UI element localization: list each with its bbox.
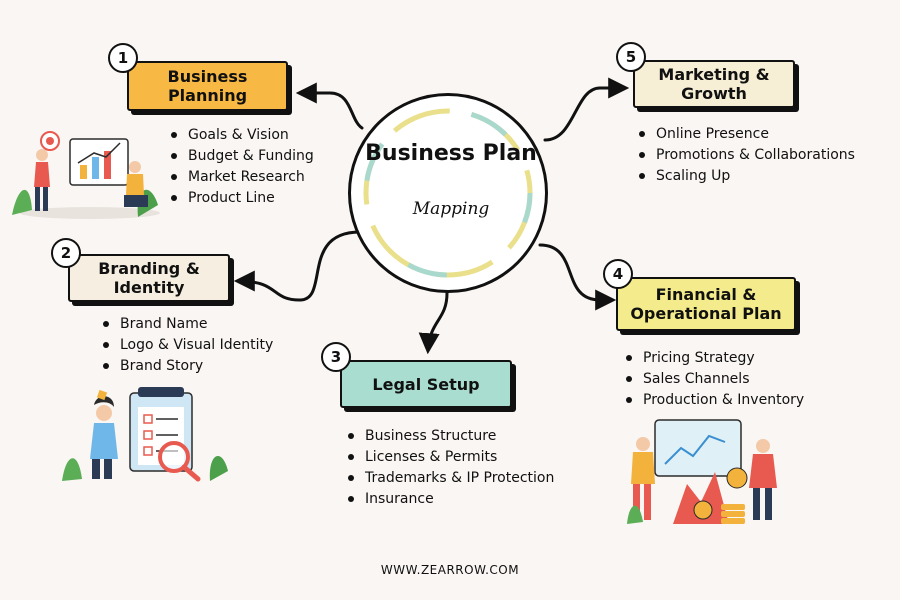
- list-item: Business Structure: [344, 426, 554, 447]
- list-item: Scaling Up: [635, 166, 855, 187]
- connector-2: [233, 230, 362, 302]
- financial-growth-illustration: [627, 419, 777, 524]
- list-item: Trademarks & IP Protection: [344, 468, 554, 489]
- section-4-box: Financial & Operational Plan: [616, 277, 796, 331]
- section-3-number-badge: 3: [321, 342, 351, 372]
- list-item: Budget & Funding: [167, 146, 314, 167]
- section-1-title: Business Planning: [167, 67, 248, 105]
- connector-4: [538, 243, 617, 311]
- business-planning-illustration: [12, 131, 160, 219]
- list-item: Brand Story: [99, 356, 273, 377]
- section-1-list: Goals & Vision Budget & Funding Market R…: [167, 125, 314, 209]
- list-item: Online Presence: [635, 124, 855, 145]
- section-2-box: Branding & Identity: [68, 254, 230, 302]
- list-item: Brand Name: [99, 314, 273, 335]
- section-4-title: Financial & Operational Plan: [630, 285, 782, 323]
- section-4-number-badge: 4: [603, 259, 633, 289]
- section-5-list: Online Presence Promotions & Collaborati…: [635, 124, 855, 187]
- section-3-box: Legal Setup: [340, 360, 512, 408]
- list-item: Goals & Vision: [167, 125, 314, 146]
- list-item: Licenses & Permits: [344, 447, 554, 468]
- connector-1: [295, 82, 364, 130]
- section-3-title: Legal Setup: [372, 374, 480, 394]
- list-item: Promotions & Collaborations: [635, 145, 855, 166]
- list-item: Product Line: [167, 188, 314, 209]
- list-item: Logo & Visual Identity: [99, 335, 273, 356]
- center-subtitle: Mapping: [412, 199, 490, 219]
- section-2-list: Brand Name Logo & Visual Identity Brand …: [99, 314, 273, 377]
- center-ring-decoration: [363, 108, 533, 278]
- connector-5: [543, 77, 630, 142]
- section-5-box: Marketing & Growth: [633, 60, 795, 108]
- section-1-box: Business Planning: [127, 61, 288, 111]
- list-item: Insurance: [344, 489, 554, 510]
- center-node: Business Plan Mapping: [348, 93, 548, 293]
- section-2-number-badge: 2: [51, 238, 81, 268]
- list-item: Market Research: [167, 167, 314, 188]
- footer-website: WWW.ZEARROW.COM: [380, 563, 520, 577]
- section-1-number-badge: 1: [108, 43, 138, 73]
- section-5-number-badge: 5: [616, 42, 646, 72]
- section-4-list: Pricing Strategy Sales Channels Producti…: [622, 348, 804, 411]
- list-item: Production & Inventory: [622, 390, 804, 411]
- center-title: Business Plan: [365, 141, 537, 166]
- list-item: Sales Channels: [622, 369, 804, 390]
- section-5-title: Marketing & Growth: [658, 65, 770, 103]
- branding-illustration: [62, 387, 228, 482]
- connector-3: [418, 291, 449, 355]
- section-2-title: Branding & Identity: [98, 259, 200, 297]
- section-3-list: Business Structure Licenses & Permits Tr…: [344, 426, 554, 510]
- list-item: Pricing Strategy: [622, 348, 804, 369]
